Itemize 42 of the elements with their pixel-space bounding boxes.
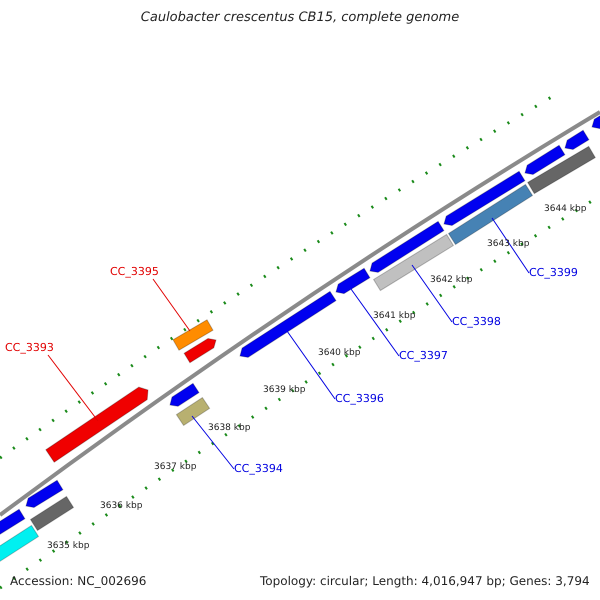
- genome-summary-text: Topology: circular; Length: 4,016,947 bp; Genes: 3,794: [260, 575, 590, 587]
- leader-line: [286, 330, 336, 400]
- scale-label: 3641 kbp: [373, 312, 416, 321]
- gene-label: CC_3393: [5, 342, 54, 353]
- scale-label: 3637 kbp: [154, 463, 196, 472]
- gene-feature: [45, 386, 149, 463]
- scale-label: 3640 kbp: [318, 349, 360, 358]
- scale-label: 3636 kbp: [100, 502, 142, 511]
- gene-feature: [524, 144, 566, 176]
- gene-label: CC_3396: [335, 393, 384, 404]
- gene-feature: [25, 480, 64, 508]
- gene-feature: [335, 268, 371, 294]
- leader-line: [48, 354, 98, 422]
- gene-label: CC_3395: [110, 266, 159, 277]
- gene-feature: [169, 382, 200, 407]
- leader-line: [492, 218, 530, 274]
- scale-label: 3638 kbp: [208, 424, 250, 433]
- scale-label: 3635 kbp: [47, 542, 90, 551]
- gene-block: [176, 396, 210, 426]
- scale-label: 3642 kbp: [430, 276, 472, 285]
- leader-line: [152, 278, 190, 332]
- gene-feature: [0, 508, 26, 536]
- scale-label: 3639 kbp: [263, 386, 306, 395]
- gene-label: CC_3397: [399, 350, 448, 361]
- gene-block: [172, 319, 214, 351]
- gene-block: [527, 146, 596, 194]
- gene-feature: [183, 338, 217, 364]
- gene-feature: [564, 130, 590, 150]
- gene-label: CC_3394: [234, 463, 283, 474]
- gene-block: [30, 496, 74, 532]
- gene-label: CC_3398: [452, 316, 501, 327]
- leader-line: [412, 264, 452, 322]
- gene-block: [372, 234, 454, 292]
- gene-feature: [443, 170, 526, 226]
- scale-label: 3644 kbp: [544, 205, 586, 214]
- leader-line: [192, 416, 234, 470]
- accession-text: Accession: NC_002696: [10, 575, 146, 587]
- gene-feature: [369, 220, 445, 273]
- leader-line: [350, 288, 400, 356]
- scale-label: 3643 kbp: [487, 240, 530, 249]
- gene-label: CC_3399: [529, 267, 578, 278]
- title: Caulobacter crescentus CB15, complete genome: [140, 11, 460, 24]
